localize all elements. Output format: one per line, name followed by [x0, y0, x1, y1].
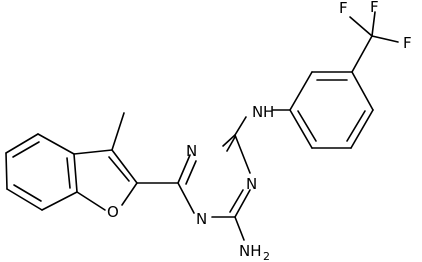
bond-nh-triazine [234, 116, 247, 136]
atom-f-left: F [339, 0, 348, 17]
bond-fu-1-inner [108, 156, 130, 182]
bond-tz-3-inner [229, 189, 244, 213]
bond-ph-5 [289, 71, 313, 111]
atom-n-top: N [186, 142, 197, 160]
atom-nh-h: H [263, 103, 274, 121]
bond-bz-3 [6, 188, 43, 211]
atom-nh-n: N [252, 103, 263, 121]
bond-tz-2 [234, 134, 251, 174]
bond-methyl [111, 112, 125, 151]
bond-ph-4-inner [297, 110, 317, 142]
atom-nh2: NH [239, 242, 262, 260]
bond-fu-3 [76, 191, 106, 211]
bond-tz-1b [226, 136, 236, 152]
bond-fu-1 [111, 149, 138, 184]
bond-ph-2 [350, 109, 374, 149]
bond-ring-cf3 [351, 35, 373, 73]
bonds [5, 11, 399, 241]
bond-tz-6 [177, 154, 191, 184]
bond-ph-2-inner [346, 110, 366, 142]
bond-bz-2 [41, 191, 78, 211]
bond-tz-1 [222, 134, 236, 147]
bond-fu-4 [73, 149, 113, 155]
bond-bz-6 [37, 133, 75, 155]
bond-tz-5 [177, 182, 195, 214]
bond-ph-1 [351, 71, 374, 111]
bond-c-f-left [349, 16, 373, 37]
bond-bz-5-inner [12, 141, 40, 158]
atom-f-right: F [403, 34, 412, 52]
bond-c-f-mid [371, 11, 376, 37]
atom-f-mid: F [370, 0, 379, 16]
bond-tz-3 [234, 189, 251, 218]
bond-bz-3-inner [13, 184, 42, 202]
bond-bz-1-inner [66, 157, 71, 189]
bond-bz-4 [5, 152, 8, 190]
atom-labels: F F F N H N N N O NH 2 [107, 0, 412, 262]
bond-bz-1 [73, 153, 78, 193]
atom-n-bottom: N [196, 210, 207, 228]
atom-o: O [107, 203, 119, 221]
bond-ph-4 [289, 109, 313, 149]
bond-tz-nh2 [234, 216, 245, 241]
bond-fu-2 [121, 182, 138, 206]
atom-nh2-subscript: 2 [263, 250, 270, 262]
bond-bz-5 [5, 133, 39, 154]
atom-n-right: N [246, 175, 257, 193]
bond-tz-6-inner [185, 160, 197, 185]
bond-c-f-right [371, 35, 399, 43]
